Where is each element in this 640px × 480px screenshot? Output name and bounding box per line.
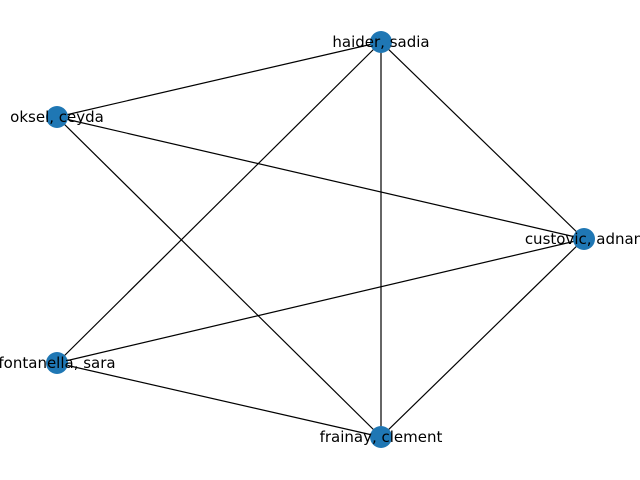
node-frainay [370,426,392,448]
node-label-oksel: oksel, ceyda [10,108,104,126]
edge-oksel-frainay [56,116,382,438]
edge-fontanella-frainay [56,362,382,438]
edge-custovic-frainay [380,238,585,438]
edge-haider-oksel [56,41,382,118]
nodes-layer [46,31,595,448]
node-haider [370,31,392,53]
edge-custovic-fontanella [56,238,585,364]
node-label-custovic: custovic, adnan [525,230,640,248]
edges-layer [56,41,585,438]
node-oksel [46,106,68,128]
node-label-fontanella: fontanella, sara [0,354,116,372]
node-custovic [573,228,595,250]
labels-layer: haider, sadia oksel, ceyda custovic, adnan… [0,33,640,446]
node-label-frainay: frainay, clement [320,428,443,446]
edge-haider-custovic [380,41,585,240]
node-label-haider: haider, sadia [332,33,429,51]
edge-oksel-custovic [56,116,585,240]
node-fontanella [46,352,68,374]
edge-haider-fontanella [56,41,382,364]
